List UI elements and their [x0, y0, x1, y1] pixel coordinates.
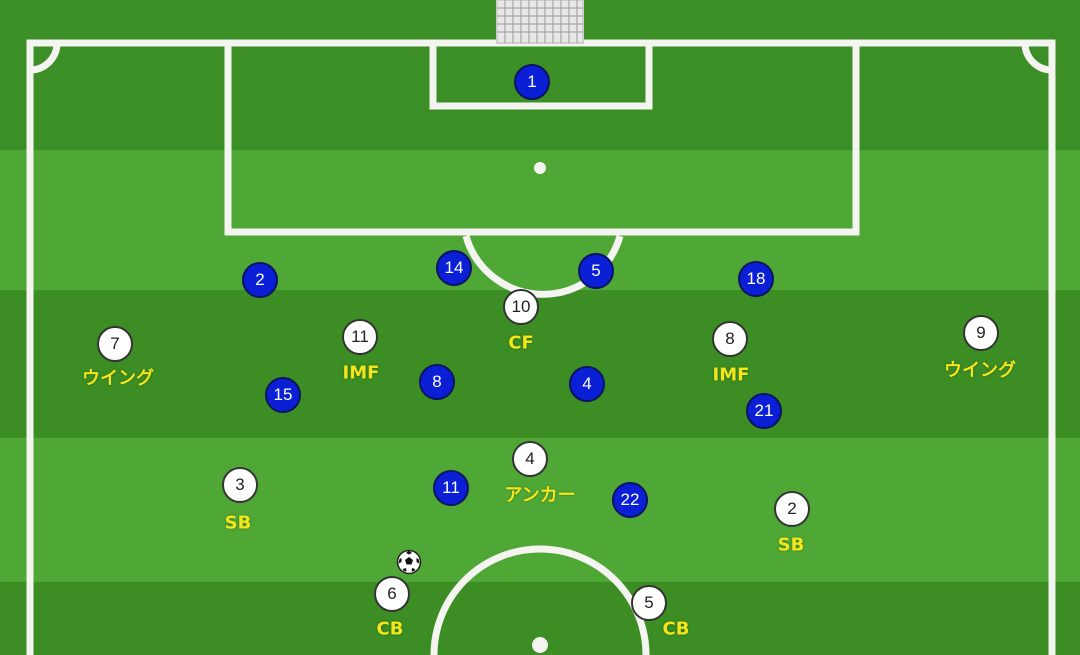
touchline — [26, 39, 1056, 655]
corner-arc-left — [29, 42, 61, 74]
penalty-spot — [534, 162, 546, 174]
role-label-cb-left: CB — [376, 618, 404, 640]
away-player-2: 2 — [242, 262, 278, 298]
home-player-2: 2 — [774, 491, 810, 527]
away-player-4: 4 — [569, 366, 605, 402]
ball-icon — [396, 549, 422, 575]
home-player-9: 9 — [963, 315, 999, 351]
role-label-imf-left: IMF — [342, 362, 380, 384]
home-player-6: 6 — [374, 576, 410, 612]
role-label-winger-left: ウイング — [82, 368, 154, 389]
home-player-10: 10 — [503, 289, 539, 325]
home-player-3: 3 — [222, 467, 258, 503]
away-player-18: 18 — [738, 261, 774, 297]
center-spot — [532, 637, 548, 653]
role-label-sb-right: SB — [777, 534, 805, 556]
goal-net-icon — [496, 0, 584, 44]
home-player-4: 4 — [512, 441, 548, 477]
away-player-15: 15 — [265, 377, 301, 413]
away-player-14: 14 — [436, 250, 472, 286]
role-label-cb-right: CB — [662, 618, 690, 640]
home-player-7: 7 — [97, 326, 133, 362]
home-player-8: 8 — [712, 321, 748, 357]
away-player-8: 8 — [419, 364, 455, 400]
away-player-22: 22 — [612, 482, 648, 518]
away-player-1: 1 — [514, 64, 550, 100]
home-player-11: 11 — [342, 319, 378, 355]
role-label-winger-right: ウイング — [944, 360, 1016, 381]
role-label-imf-right: IMF — [712, 364, 750, 386]
away-player-11: 11 — [433, 470, 469, 506]
away-player-5: 5 — [578, 253, 614, 289]
role-label-cf: CF — [508, 332, 534, 354]
role-label-sb-left: SB — [224, 512, 252, 534]
role-label-anchor: アンカー — [504, 485, 576, 506]
away-player-21: 21 — [746, 393, 782, 429]
corner-arc-right — [1021, 42, 1053, 74]
home-player-5: 5 — [631, 585, 667, 621]
